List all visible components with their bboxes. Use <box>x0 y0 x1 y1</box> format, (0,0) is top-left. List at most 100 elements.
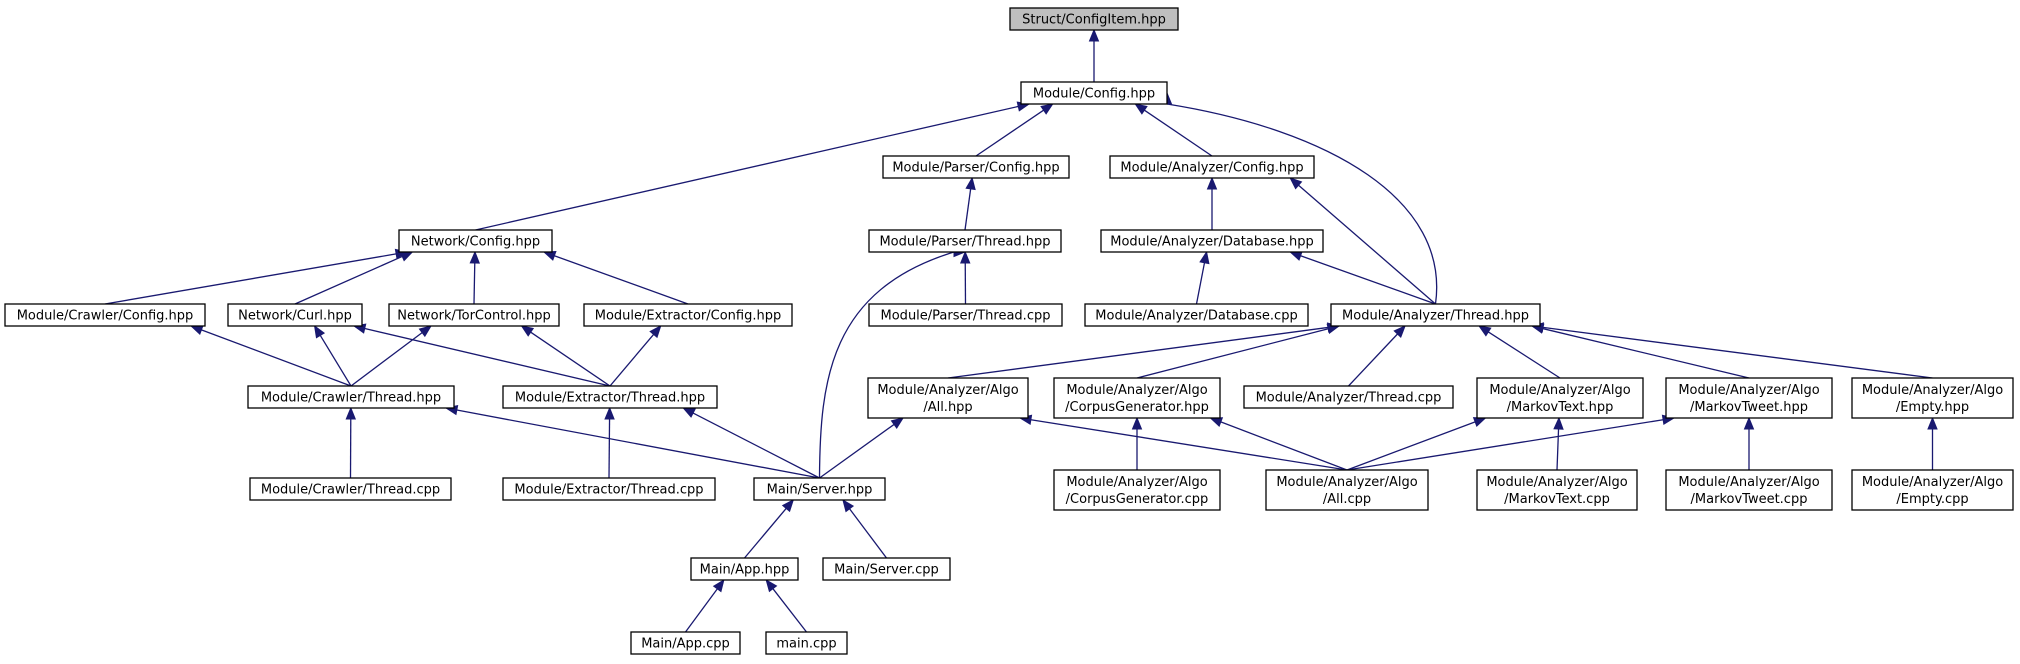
node-algo-markovtext-cpp-box[interactable] <box>1476 469 1638 511</box>
node-module-analyzer-database-hpp[interactable]: Module/Analyzer/Database.hpp <box>1100 229 1324 253</box>
edge-network-torcontrol-to-network-config-line <box>473 262 476 305</box>
node-network-curl[interactable]: Network/Curl.hpp <box>227 303 363 327</box>
node-algo-all-hpp[interactable]: Module/Analyzer/Algo/All.hpp <box>867 377 1029 419</box>
edge-module-analyzer-database-hpp-to-module-analyzer-config-arrowhead <box>1206 176 1218 190</box>
node-main-app-hpp-box[interactable] <box>690 557 799 581</box>
edge-module-analyzer-thread-cpp-to-module-analyzer-thread-hpp-arrowhead <box>1393 325 1406 338</box>
node-main-app-cpp-box[interactable] <box>630 631 741 655</box>
node-algo-all-hpp-box[interactable] <box>867 377 1029 419</box>
node-algo-markovtext-hpp-box[interactable] <box>1476 377 1644 419</box>
node-network-curl-box[interactable] <box>227 303 363 327</box>
node-module-parser-config-box[interactable] <box>882 155 1070 179</box>
edge-module-parser-config-to-module-config-arrowhead <box>1040 103 1054 115</box>
node-algo-markovtext-hpp[interactable]: Module/Analyzer/Algo/MarkovText.hpp <box>1476 377 1644 419</box>
node-module-analyzer-thread-cpp[interactable]: Module/Analyzer/Thread.cpp <box>1243 385 1454 409</box>
node-main-server-cpp-label-0: Main/Server.cpp <box>834 563 939 578</box>
edge-algo-markovtext-hpp-to-module-analyzer-thread-hpp-arrowhead <box>1477 325 1492 337</box>
node-algo-markovtext-hpp-label-0: Module/Analyzer/Algo <box>1489 383 1630 398</box>
node-module-crawler-config[interactable]: Module/Crawler/Config.hpp <box>4 303 206 327</box>
node-module-crawler-thread-cpp[interactable]: Module/Crawler/Thread.cpp <box>249 477 452 501</box>
node-module-parser-config-label-0: Module/Parser/Config.hpp <box>892 161 1059 176</box>
node-struct-configitem[interactable]: Struct/ConfigItem.hpp <box>1009 7 1179 31</box>
node-module-crawler-thread-cpp-box[interactable] <box>249 477 452 501</box>
node-module-config-box[interactable] <box>1020 81 1168 105</box>
node-main-app-hpp[interactable]: Main/App.hpp <box>690 557 799 581</box>
edge-main-server-cpp-to-main-server-hpp-arrowhead <box>842 498 855 513</box>
edge-main-server-hpp-to-algo-all-hpp-arrowhead <box>890 417 905 429</box>
node-module-analyzer-thread-hpp-box[interactable] <box>1330 303 1541 327</box>
edge-module-crawler-thread-hpp-to-network-torcontrol-arrowhead <box>418 325 433 338</box>
edge-module-parser-thread-cpp-to-module-parser-thread-hpp-arrowhead <box>960 250 971 264</box>
edge-module-analyzer-thread-cpp-to-module-analyzer-thread-hpp-line <box>1348 333 1398 387</box>
node-main-server-cpp[interactable]: Main/Server.cpp <box>822 557 951 581</box>
node-algo-empty-hpp-box[interactable] <box>1851 377 2014 419</box>
node-algo-markovtweet-hpp[interactable]: Module/Analyzer/Algo/MarkovTweet.hpp <box>1665 377 1833 419</box>
node-module-crawler-thread-hpp[interactable]: Module/Crawler/Thread.hpp <box>247 385 455 409</box>
edge-algo-markovtext-cpp-to-algo-markovtext-hpp-arrowhead <box>1553 416 1564 430</box>
node-module-analyzer-thread-hpp[interactable]: Module/Analyzer/Thread.hpp <box>1330 303 1541 327</box>
node-main-cpp-box[interactable] <box>765 631 848 655</box>
node-module-parser-thread-cpp-box[interactable] <box>868 303 1063 327</box>
edge-algo-all-cpp-to-algo-corpusgenerator-hpp-arrowhead <box>1209 417 1224 427</box>
edge-module-extractor-thread-hpp-to-network-torcontrol <box>520 325 611 387</box>
node-module-config[interactable]: Module/Config.hpp <box>1020 81 1168 105</box>
node-module-parser-thread-cpp[interactable]: Module/Parser/Thread.cpp <box>868 303 1063 327</box>
node-algo-markovtweet-cpp[interactable]: Module/Analyzer/Algo/MarkovTweet.cpp <box>1665 469 1833 511</box>
node-algo-corpusgenerator-hpp-box[interactable] <box>1053 377 1221 419</box>
edge-module-analyzer-thread-hpp-to-module-analyzer-config <box>1289 177 1436 305</box>
node-algo-markovtweet-cpp-box[interactable] <box>1665 469 1833 511</box>
edges-layer <box>104 28 1938 633</box>
edge-module-extractor-config-to-network-config-line <box>554 255 689 305</box>
edge-module-crawler-thread-hpp-to-network-torcontrol <box>350 325 433 387</box>
node-module-extractor-thread-hpp-box[interactable] <box>502 385 718 409</box>
node-network-torcontrol[interactable]: Network/TorControl.hpp <box>388 303 560 327</box>
node-algo-corpusgenerator-hpp[interactable]: Module/Analyzer/Algo/CorpusGenerator.hpp <box>1053 377 1221 419</box>
node-module-analyzer-config[interactable]: Module/Analyzer/Config.hpp <box>1109 155 1315 179</box>
node-algo-all-cpp-box[interactable] <box>1265 469 1429 511</box>
node-module-parser-config[interactable]: Module/Parser/Config.hpp <box>882 155 1070 179</box>
node-module-analyzer-config-box[interactable] <box>1109 155 1315 179</box>
node-module-extractor-thread-cpp-box[interactable] <box>502 477 716 501</box>
node-struct-configitem-box[interactable] <box>1009 7 1179 31</box>
node-algo-markovtext-cpp-label-1: /MarkovText.cpp <box>1504 492 1610 507</box>
node-algo-corpusgenerator-cpp-label-0: Module/Analyzer/Algo <box>1066 475 1207 490</box>
edge-module-analyzer-database-cpp-to-module-analyzer-database-hpp <box>1195 250 1210 305</box>
node-algo-empty-cpp-box[interactable] <box>1851 469 2014 511</box>
node-module-analyzer-database-cpp-box[interactable] <box>1084 303 1309 327</box>
node-module-extractor-thread-hpp[interactable]: Module/Extractor/Thread.hpp <box>502 385 718 409</box>
node-module-crawler-thread-hpp-box[interactable] <box>247 385 455 409</box>
node-network-config-box[interactable] <box>398 229 553 253</box>
node-algo-markovtext-cpp[interactable]: Module/Analyzer/Algo/MarkovText.cpp <box>1476 469 1638 511</box>
node-algo-empty-hpp[interactable]: Module/Analyzer/Algo/Empty.hpp <box>1851 377 2014 419</box>
edge-module-parser-thread-hpp-to-module-parser-config <box>964 176 976 231</box>
node-network-config[interactable]: Network/Config.hpp <box>398 229 553 253</box>
node-algo-markovtweet-hpp-box[interactable] <box>1665 377 1833 419</box>
node-module-analyzer-database-cpp-label-0: Module/Analyzer/Database.cpp <box>1095 309 1297 324</box>
node-network-torcontrol-box[interactable] <box>388 303 560 327</box>
node-algo-corpusgenerator-cpp-box[interactable] <box>1053 469 1221 511</box>
node-module-extractor-config-box[interactable] <box>583 303 793 327</box>
node-algo-empty-cpp-label-0: Module/Analyzer/Algo <box>1862 475 2003 490</box>
node-module-parser-thread-cpp-label-0: Module/Parser/Thread.cpp <box>881 309 1051 324</box>
node-module-extractor-config-label-0: Module/Extractor/Config.hpp <box>595 309 781 324</box>
node-module-analyzer-database-hpp-box[interactable] <box>1100 229 1324 253</box>
node-algo-all-cpp[interactable]: Module/Analyzer/Algo/All.cpp <box>1265 469 1429 511</box>
node-algo-empty-cpp[interactable]: Module/Analyzer/Algo/Empty.cpp <box>1851 469 2014 511</box>
edge-module-analyzer-database-cpp-to-module-analyzer-database-hpp-arrowhead <box>1199 250 1210 265</box>
node-algo-markovtext-hpp-label-1: /MarkovText.hpp <box>1507 400 1614 415</box>
edge-main-server-hpp-to-module-extractor-thread-hpp <box>682 407 820 479</box>
node-main-server-hpp[interactable]: Main/Server.hpp <box>753 477 886 501</box>
node-main-server-cpp-box[interactable] <box>822 557 951 581</box>
node-module-crawler-config-box[interactable] <box>4 303 206 327</box>
node-main-cpp[interactable]: main.cpp <box>765 631 848 655</box>
node-main-app-cpp[interactable]: Main/App.cpp <box>630 631 741 655</box>
node-module-extractor-config[interactable]: Module/Extractor/Config.hpp <box>583 303 793 327</box>
node-module-analyzer-database-cpp[interactable]: Module/Analyzer/Database.cpp <box>1084 303 1309 327</box>
edge-main-server-hpp-to-module-extractor-thread-hpp-arrowhead <box>682 407 696 418</box>
node-algo-corpusgenerator-cpp[interactable]: Module/Analyzer/Algo/CorpusGenerator.cpp <box>1053 469 1221 511</box>
node-module-parser-thread-hpp[interactable]: Module/Parser/Thread.hpp <box>868 229 1062 253</box>
node-module-extractor-thread-cpp[interactable]: Module/Extractor/Thread.cpp <box>502 477 716 501</box>
node-main-server-hpp-box[interactable] <box>753 477 886 501</box>
node-module-analyzer-thread-cpp-box[interactable] <box>1243 385 1454 409</box>
node-module-parser-thread-hpp-box[interactable] <box>868 229 1062 253</box>
